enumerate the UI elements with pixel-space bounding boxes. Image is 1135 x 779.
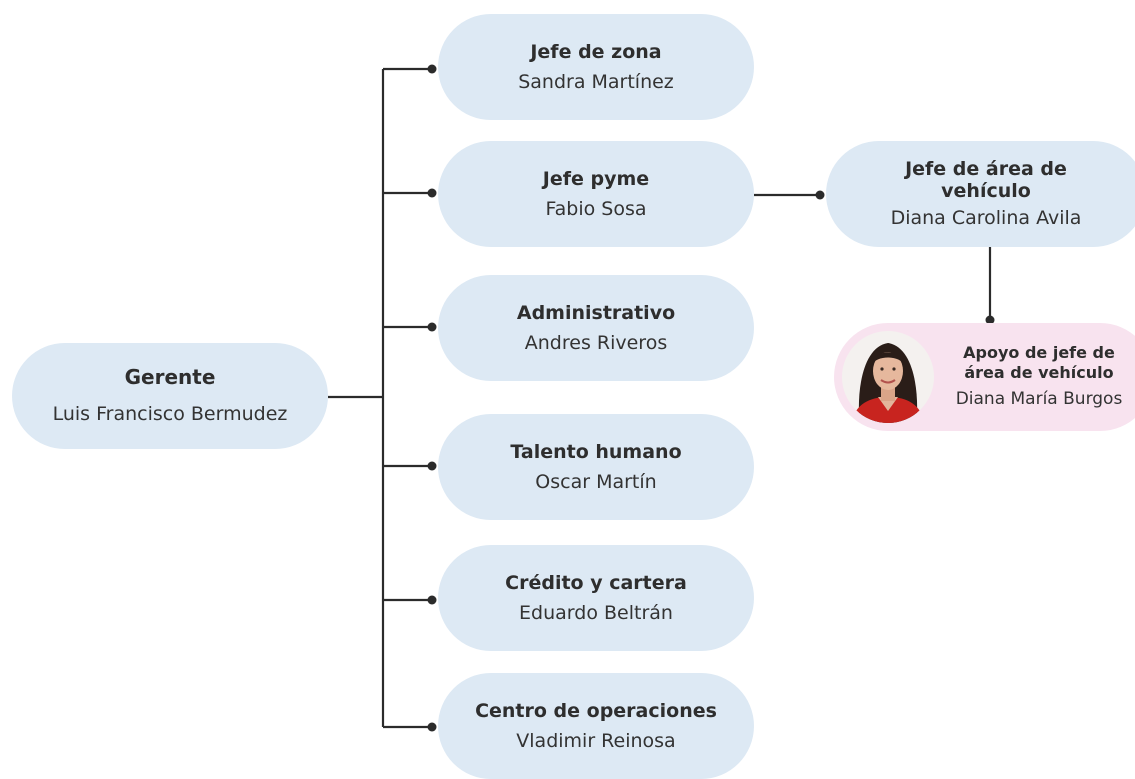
node-talento-humano: Talento humano Oscar Martín: [438, 414, 754, 520]
apoyo-text-block: Apoyo de jefe de área de vehículo Diana …: [944, 343, 1134, 411]
node-person: Vladimir Reinosa: [516, 729, 676, 752]
node-person: Eduardo Beltrán: [519, 601, 673, 624]
node-gerente: Gerente Luis Francisco Bermudez: [12, 343, 328, 449]
node-person: Diana Carolina Avila: [890, 207, 1082, 229]
connector-dot: [427, 64, 437, 74]
node-centro-de-operaciones: Centro de operaciones Vladimir Reinosa: [438, 673, 754, 779]
connector-dot: [427, 461, 437, 471]
connector-dot: [985, 315, 995, 325]
connector-dot: [427, 188, 437, 198]
node-role-line1: Apoyo de jefe de: [963, 343, 1115, 362]
node-role: Centro de operaciones: [475, 699, 717, 722]
connector-dot: [427, 722, 437, 732]
node-jefe-area-vehiculo: Jefe de área de vehículo Diana Carolina …: [826, 141, 1135, 247]
node-role: Crédito y cartera: [505, 571, 687, 594]
portrait-photo: [842, 331, 934, 423]
node-apoyo-jefe-area-vehiculo: Apoyo de jefe de área de vehículo Diana …: [834, 323, 1135, 431]
connector-dot: [815, 190, 825, 200]
node-person: Oscar Martín: [535, 470, 657, 493]
node-person: Andres Riveros: [524, 331, 668, 354]
node-role-line2: área de vehículo: [964, 363, 1114, 382]
node-jefe-pyme: Jefe pyme Fabio Sosa: [438, 141, 754, 247]
avatar: [842, 331, 934, 423]
node-administrativo: Administrativo Andres Riveros: [438, 275, 754, 381]
node-person: Sandra Martínez: [518, 70, 674, 93]
connector-dot: [427, 322, 437, 332]
node-role: Administrativo: [516, 301, 676, 324]
node-person: Fabio Sosa: [545, 197, 647, 220]
node-role: Jefe de zona: [530, 40, 662, 63]
node-person: Diana María Burgos: [955, 389, 1123, 409]
connector-dot: [427, 595, 437, 605]
node-role-line1: Jefe de área de: [905, 158, 1067, 180]
node-role: Talento humano: [510, 440, 682, 463]
node-person: Luis Francisco Bermudez: [52, 403, 288, 425]
node-jefe-de-zona: Jefe de zona Sandra Martínez: [438, 14, 754, 120]
node-role: Gerente: [124, 365, 216, 389]
node-role: Jefe pyme: [542, 167, 650, 190]
node-role-line2: vehículo: [941, 180, 1031, 202]
node-credito-y-cartera: Crédito y cartera Eduardo Beltrán: [438, 545, 754, 651]
